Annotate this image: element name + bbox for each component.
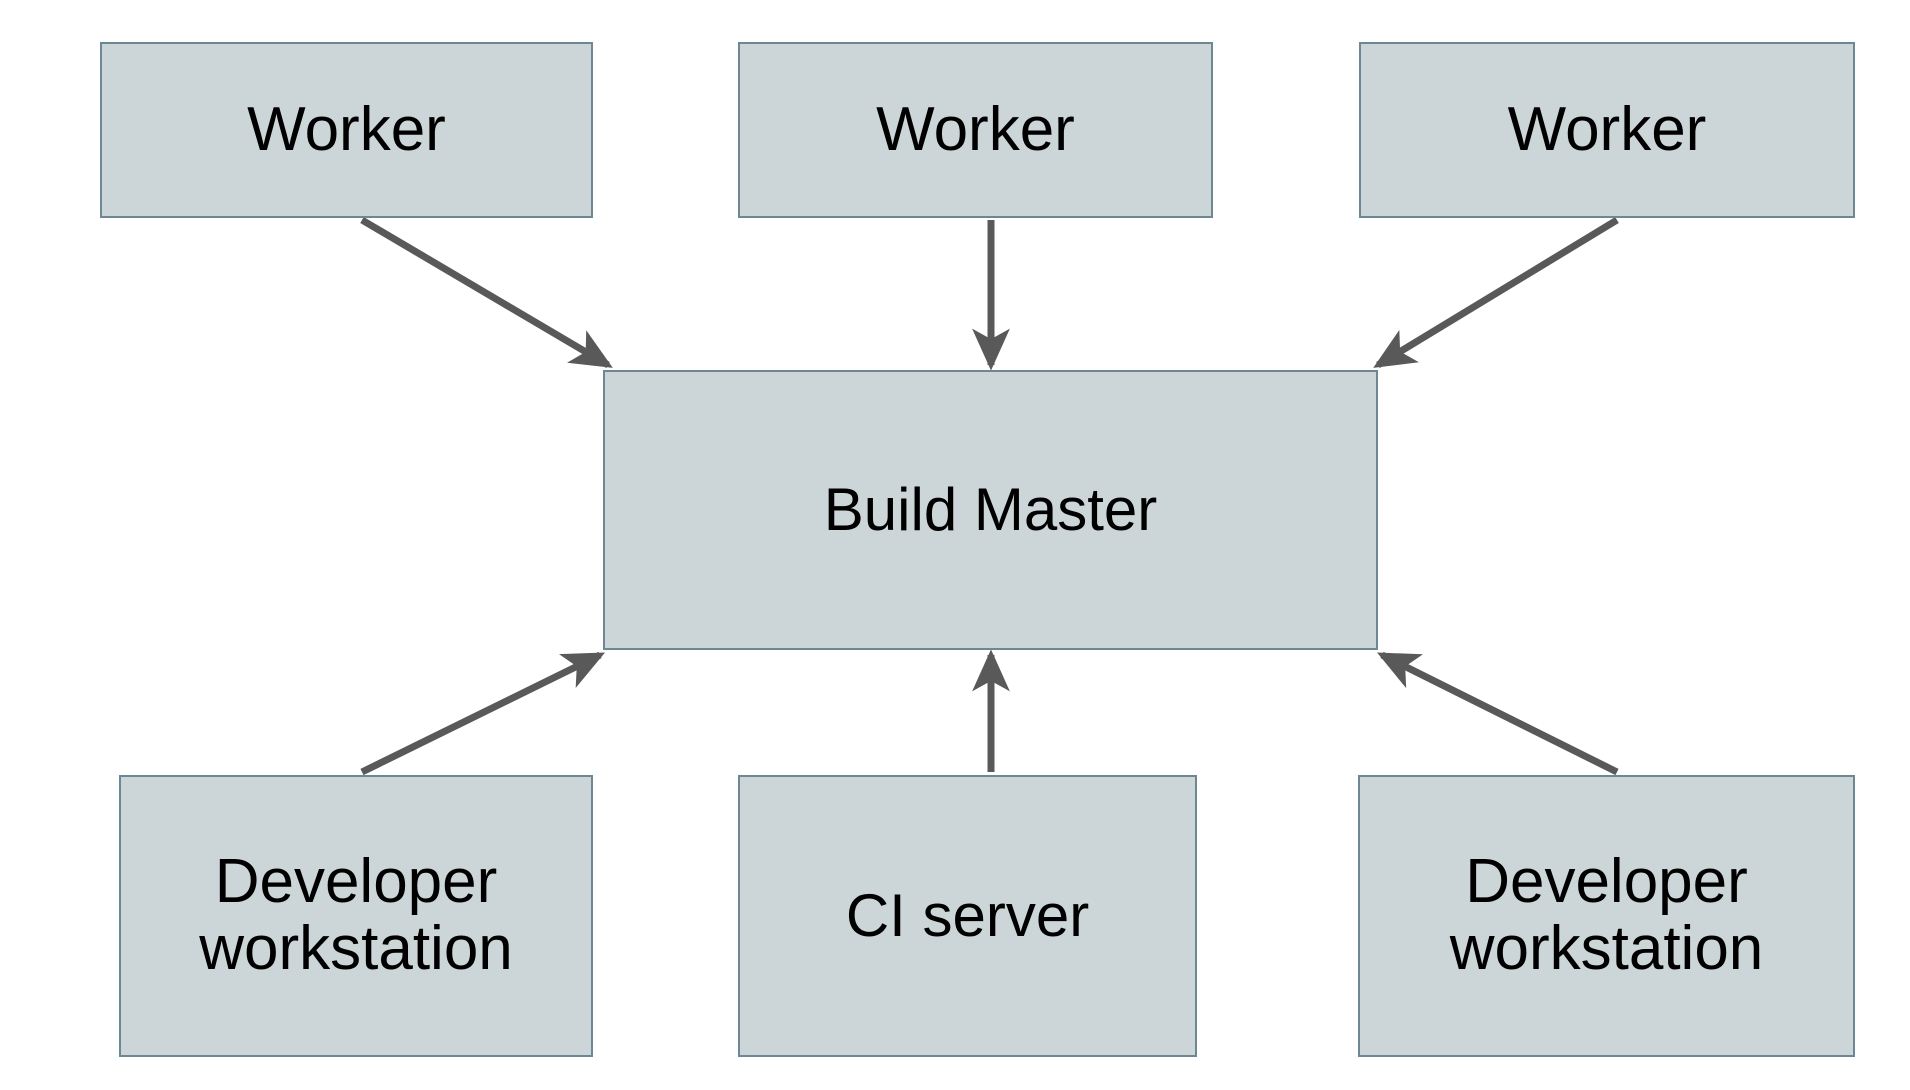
node-worker-2-label: Worker [876,94,1075,164]
node-developer-workstation-1[interactable]: Developer workstation [119,775,593,1057]
node-developer-workstation-2-label: Developer workstation [1449,847,1764,983]
node-build-master[interactable]: Build Master [603,370,1378,650]
node-ci-server[interactable]: CI server [738,775,1197,1057]
node-worker-1-label: Worker [247,94,446,164]
node-build-master-label: Build Master [823,475,1158,543]
node-worker-3[interactable]: Worker [1359,42,1855,218]
edge-worker-3-to-build-master [1373,217,1619,368]
node-developer-workstation-1-label: Developer workstation [199,847,513,983]
node-worker-1[interactable]: Worker [100,42,593,218]
edge-worker-1-to-build-master [360,216,613,369]
edge-developer-workstation-2-to-build-master [1376,651,1619,776]
node-worker-2[interactable]: Worker [738,42,1213,218]
node-worker-3-label: Worker [1507,94,1707,164]
edge-developer-workstation-1-to-build-master [360,651,606,776]
node-developer-workstation-2[interactable]: Developer workstation [1358,775,1855,1057]
node-ci-server-label: CI server [845,881,1090,949]
